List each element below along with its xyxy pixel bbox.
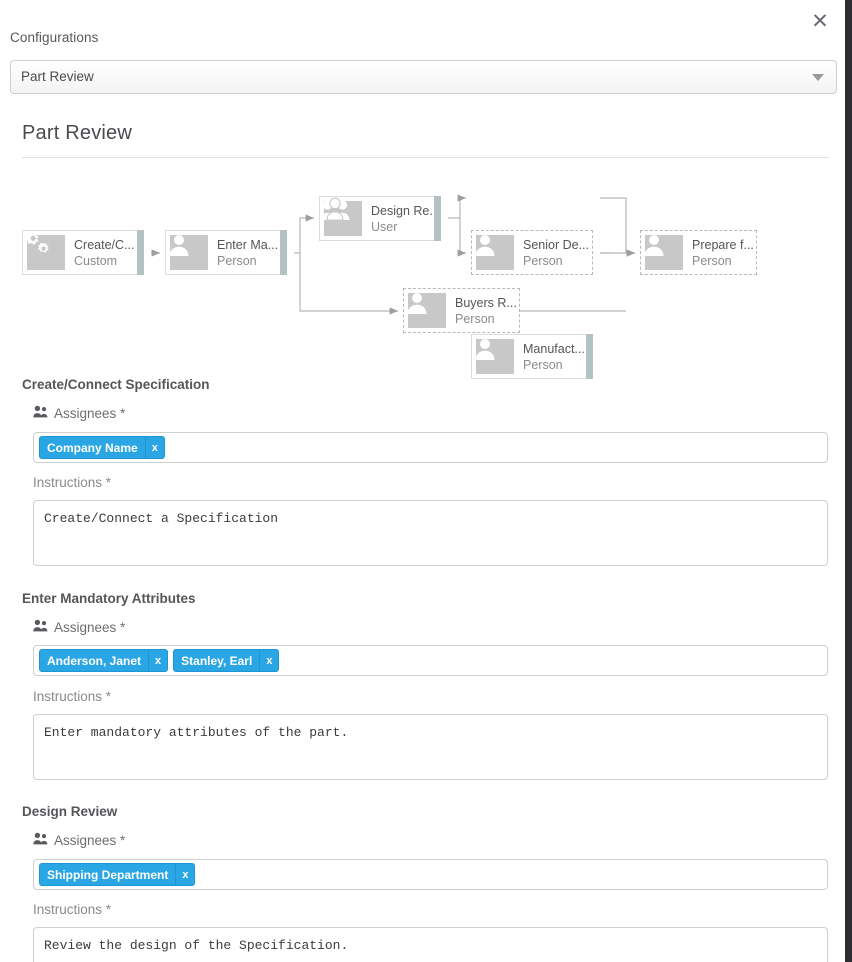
assignee-tag[interactable]: Anderson, Janet x [39,649,169,672]
workflow-node-title: Manufact... [523,341,585,356]
users-icon [320,197,362,236]
workflow-node-title: Prepare f... [692,237,754,252]
workflow-node-labels: Design Re...User [366,197,440,240]
gears-icon [25,232,65,270]
assignees-label: Assignees * [33,832,125,848]
configurations-label: Configurations [10,30,99,45]
assignee-tag-remove-icon[interactable]: x [148,650,167,671]
person-icon [169,235,208,270]
chevron-down-icon [812,74,824,81]
workflow-node-accent-bar [280,230,287,275]
assignee-tag-remove-icon[interactable]: x [175,864,194,885]
workflow-node-title: Enter Ma... [217,237,279,252]
workflow-node-accent-bar [137,230,144,275]
workflow-node[interactable]: Buyers R...Person [403,288,520,333]
workflow-node-subtitle: Person [217,253,257,268]
workflow-node-labels: Create/C...Custom [69,231,134,274]
assignees-label-text: Assignees * [54,832,126,848]
close-icon[interactable]: ✕ [811,9,829,33]
workflow-node-labels: Buyers R...Person [450,289,517,332]
assignees-label-text: Assignees * [54,405,126,421]
assignee-tag-label: Company Name [47,440,138,455]
instructions-textarea[interactable] [33,714,828,780]
assignee-tag[interactable]: Stanley, Earl x [173,649,280,672]
workflow-connectors [151,194,635,315]
assignees-label-text: Assignees * [54,619,126,635]
workflow-node-accent-bar [586,334,593,379]
person-icon [644,235,683,270]
assignee-tag-label: Shipping Department [47,867,169,882]
workflow-node[interactable]: Senior De...Person [471,230,593,275]
workflow-node-subtitle: Person [455,311,495,326]
assignees-label: Assignees * [33,405,125,421]
assignees-input[interactable]: Company Name x [33,432,828,463]
workflow-node-labels: Senior De...Person [518,231,589,274]
instructions-textarea[interactable] [33,500,828,566]
instructions-label: Instructions * [33,475,112,490]
workflow-node-subtitle: Person [692,253,732,268]
workflow-node-labels: Prepare f...Person [687,231,754,274]
workflow-node-subtitle: Person [523,253,563,268]
users-icon [33,832,48,848]
assignee-tag[interactable]: Shipping Department x [39,863,196,886]
configuration-select-value: Part Review [21,69,94,84]
instructions-label: Instructions * [33,902,112,917]
workflow-node-subtitle: Custom [74,253,118,268]
instructions-label: Instructions * [33,689,112,704]
assignee-tag[interactable]: Company Name x [39,436,165,459]
workflow-node-title: Design Re... [371,203,440,218]
users-icon [33,405,48,421]
instructions-textarea[interactable] [33,927,828,962]
assignees-label: Assignees * [33,619,125,635]
assignee-tag-label: Stanley, Earl [181,653,253,668]
workflow-node[interactable]: Manufact...Person [471,334,593,379]
title-divider [22,157,829,158]
workflow-node-accent-bar [434,196,441,241]
workflow-node[interactable]: Prepare f...Person [640,230,757,275]
person-icon [475,339,514,374]
assignee-tag-remove-icon[interactable]: x [259,650,278,671]
workflow-node-title: Buyers R... [455,295,517,310]
users-icon [33,619,48,635]
assignees-input[interactable]: Shipping Department x [33,859,828,890]
workflow-node[interactable]: Design Re...User [319,196,441,241]
workflow-node-subtitle: User [371,219,398,234]
assignees-input[interactable]: Anderson, Janet x Stanley, Earl x [33,645,828,676]
workflow-node-subtitle: Person [523,357,563,372]
workflow-node-labels: Manufact...Person [518,335,585,378]
workflow-node-labels: Enter Ma...Person [212,231,278,274]
section-title: Design Review [22,804,118,819]
section-title: Create/Connect Specification [22,377,210,392]
person-icon [475,235,514,270]
workflow-node-title: Senior De... [523,237,590,252]
workflow-node[interactable]: Create/C...Custom [22,230,144,275]
person-icon [407,293,446,328]
configuration-select[interactable]: Part Review [10,60,837,94]
workflow-node[interactable]: Enter Ma...Person [165,230,287,275]
section-title: Enter Mandatory Attributes [22,591,196,606]
assignee-tag-remove-icon[interactable]: x [144,437,164,458]
page-title: Part Review [22,122,133,144]
scrollbar-track[interactable] [845,0,852,962]
scrollbar-gutter [844,0,845,962]
workflow-node-title: Create/C... [74,237,135,252]
assignee-tag-label: Anderson, Janet [47,653,142,668]
